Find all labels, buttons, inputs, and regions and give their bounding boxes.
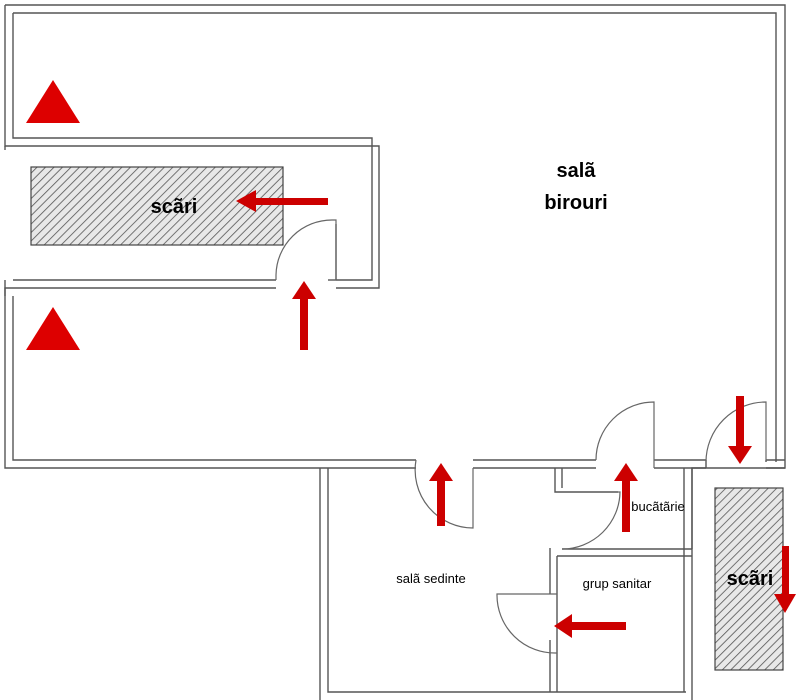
arrow-icon: [236, 190, 328, 212]
arrow-icon: [429, 463, 453, 526]
outer-wall-inner-line: [12, 12, 777, 693]
door-kitchen-side: [561, 491, 621, 550]
toilet-label: grup sanitar: [583, 576, 652, 591]
door-meeting: [414, 459, 474, 529]
stairs-left: [30, 166, 284, 246]
arrow-icon: [292, 281, 316, 350]
arrow-icon: [554, 614, 626, 638]
warning-triangle-icon: [26, 80, 80, 123]
office-room-label: salã: [557, 160, 597, 182]
door-exit-right: [705, 401, 767, 463]
stairs-right: [714, 487, 784, 671]
office-room-label: birouri: [544, 192, 607, 214]
door-stair-left: [275, 219, 337, 280]
stairs-left-label: scãri: [151, 196, 198, 218]
arrow-icon: [774, 546, 796, 613]
warning-triangle-icon: [26, 307, 80, 350]
door-kitchen-top: [595, 401, 655, 468]
meeting-room-label: salã sedinte: [396, 571, 465, 586]
arrow-icon: [728, 396, 752, 464]
arrow-icon: [614, 463, 638, 532]
kitchen-label: bucãtãrie: [631, 499, 684, 514]
door-toilet: [496, 593, 558, 654]
outer-wall-outer-line: [4, 4, 786, 700]
stairs-right-label: scãri: [727, 568, 774, 590]
